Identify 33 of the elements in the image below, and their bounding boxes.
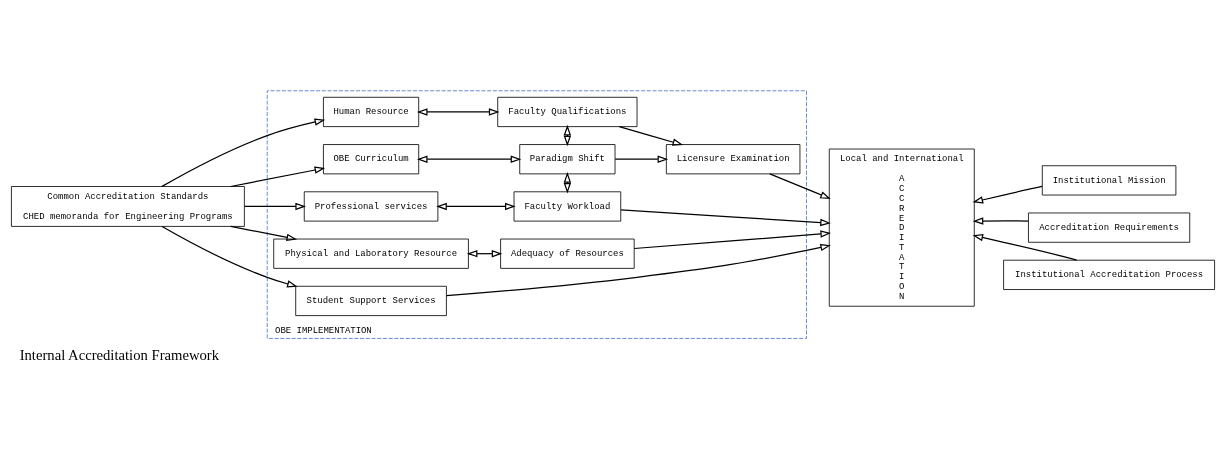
arrow	[446, 243, 831, 297]
caption: Internal Accreditation Framework	[19, 346, 220, 363]
node-box: Common Accreditation Standards CHED memoranda for Engineering Programs	[11, 186, 245, 227]
node-box: Physical and Laboratory Resource	[273, 238, 469, 269]
arrow	[416, 155, 522, 163]
node-box: Professional services	[303, 191, 439, 222]
arrow	[563, 124, 572, 147]
arrow	[230, 166, 326, 188]
node-box: Licensure Examination	[665, 144, 801, 175]
node-box: Local and International A C C R E D I T A T I O N	[828, 148, 975, 307]
arrow	[614, 155, 669, 163]
arrow	[618, 126, 684, 146]
arrow	[416, 108, 500, 116]
arrow	[972, 185, 1043, 204]
node-box: OBE Curriculum	[323, 144, 420, 175]
node-box: Faculty Workload	[513, 191, 622, 222]
node-box: Student Support Services	[295, 285, 447, 316]
node-box: Accreditation Requirements	[1028, 212, 1191, 243]
node-box: Human Resource	[323, 96, 420, 128]
node-box: Institutional Mission	[1041, 165, 1177, 196]
node-box: Paradigm Shift	[519, 144, 616, 175]
node-box: Faculty Qualifications	[497, 96, 638, 128]
arrow	[243, 202, 306, 211]
arrow	[633, 230, 831, 250]
node-box: Adequacy of Resources	[500, 238, 635, 269]
arrow	[230, 225, 298, 241]
arrow	[161, 118, 326, 187]
node-box: Institutional Accreditation Process	[1003, 259, 1215, 290]
arrow	[769, 173, 831, 199]
arrow	[972, 217, 1029, 225]
arrow	[620, 209, 831, 227]
arrow	[436, 202, 516, 211]
arrow	[161, 225, 298, 288]
